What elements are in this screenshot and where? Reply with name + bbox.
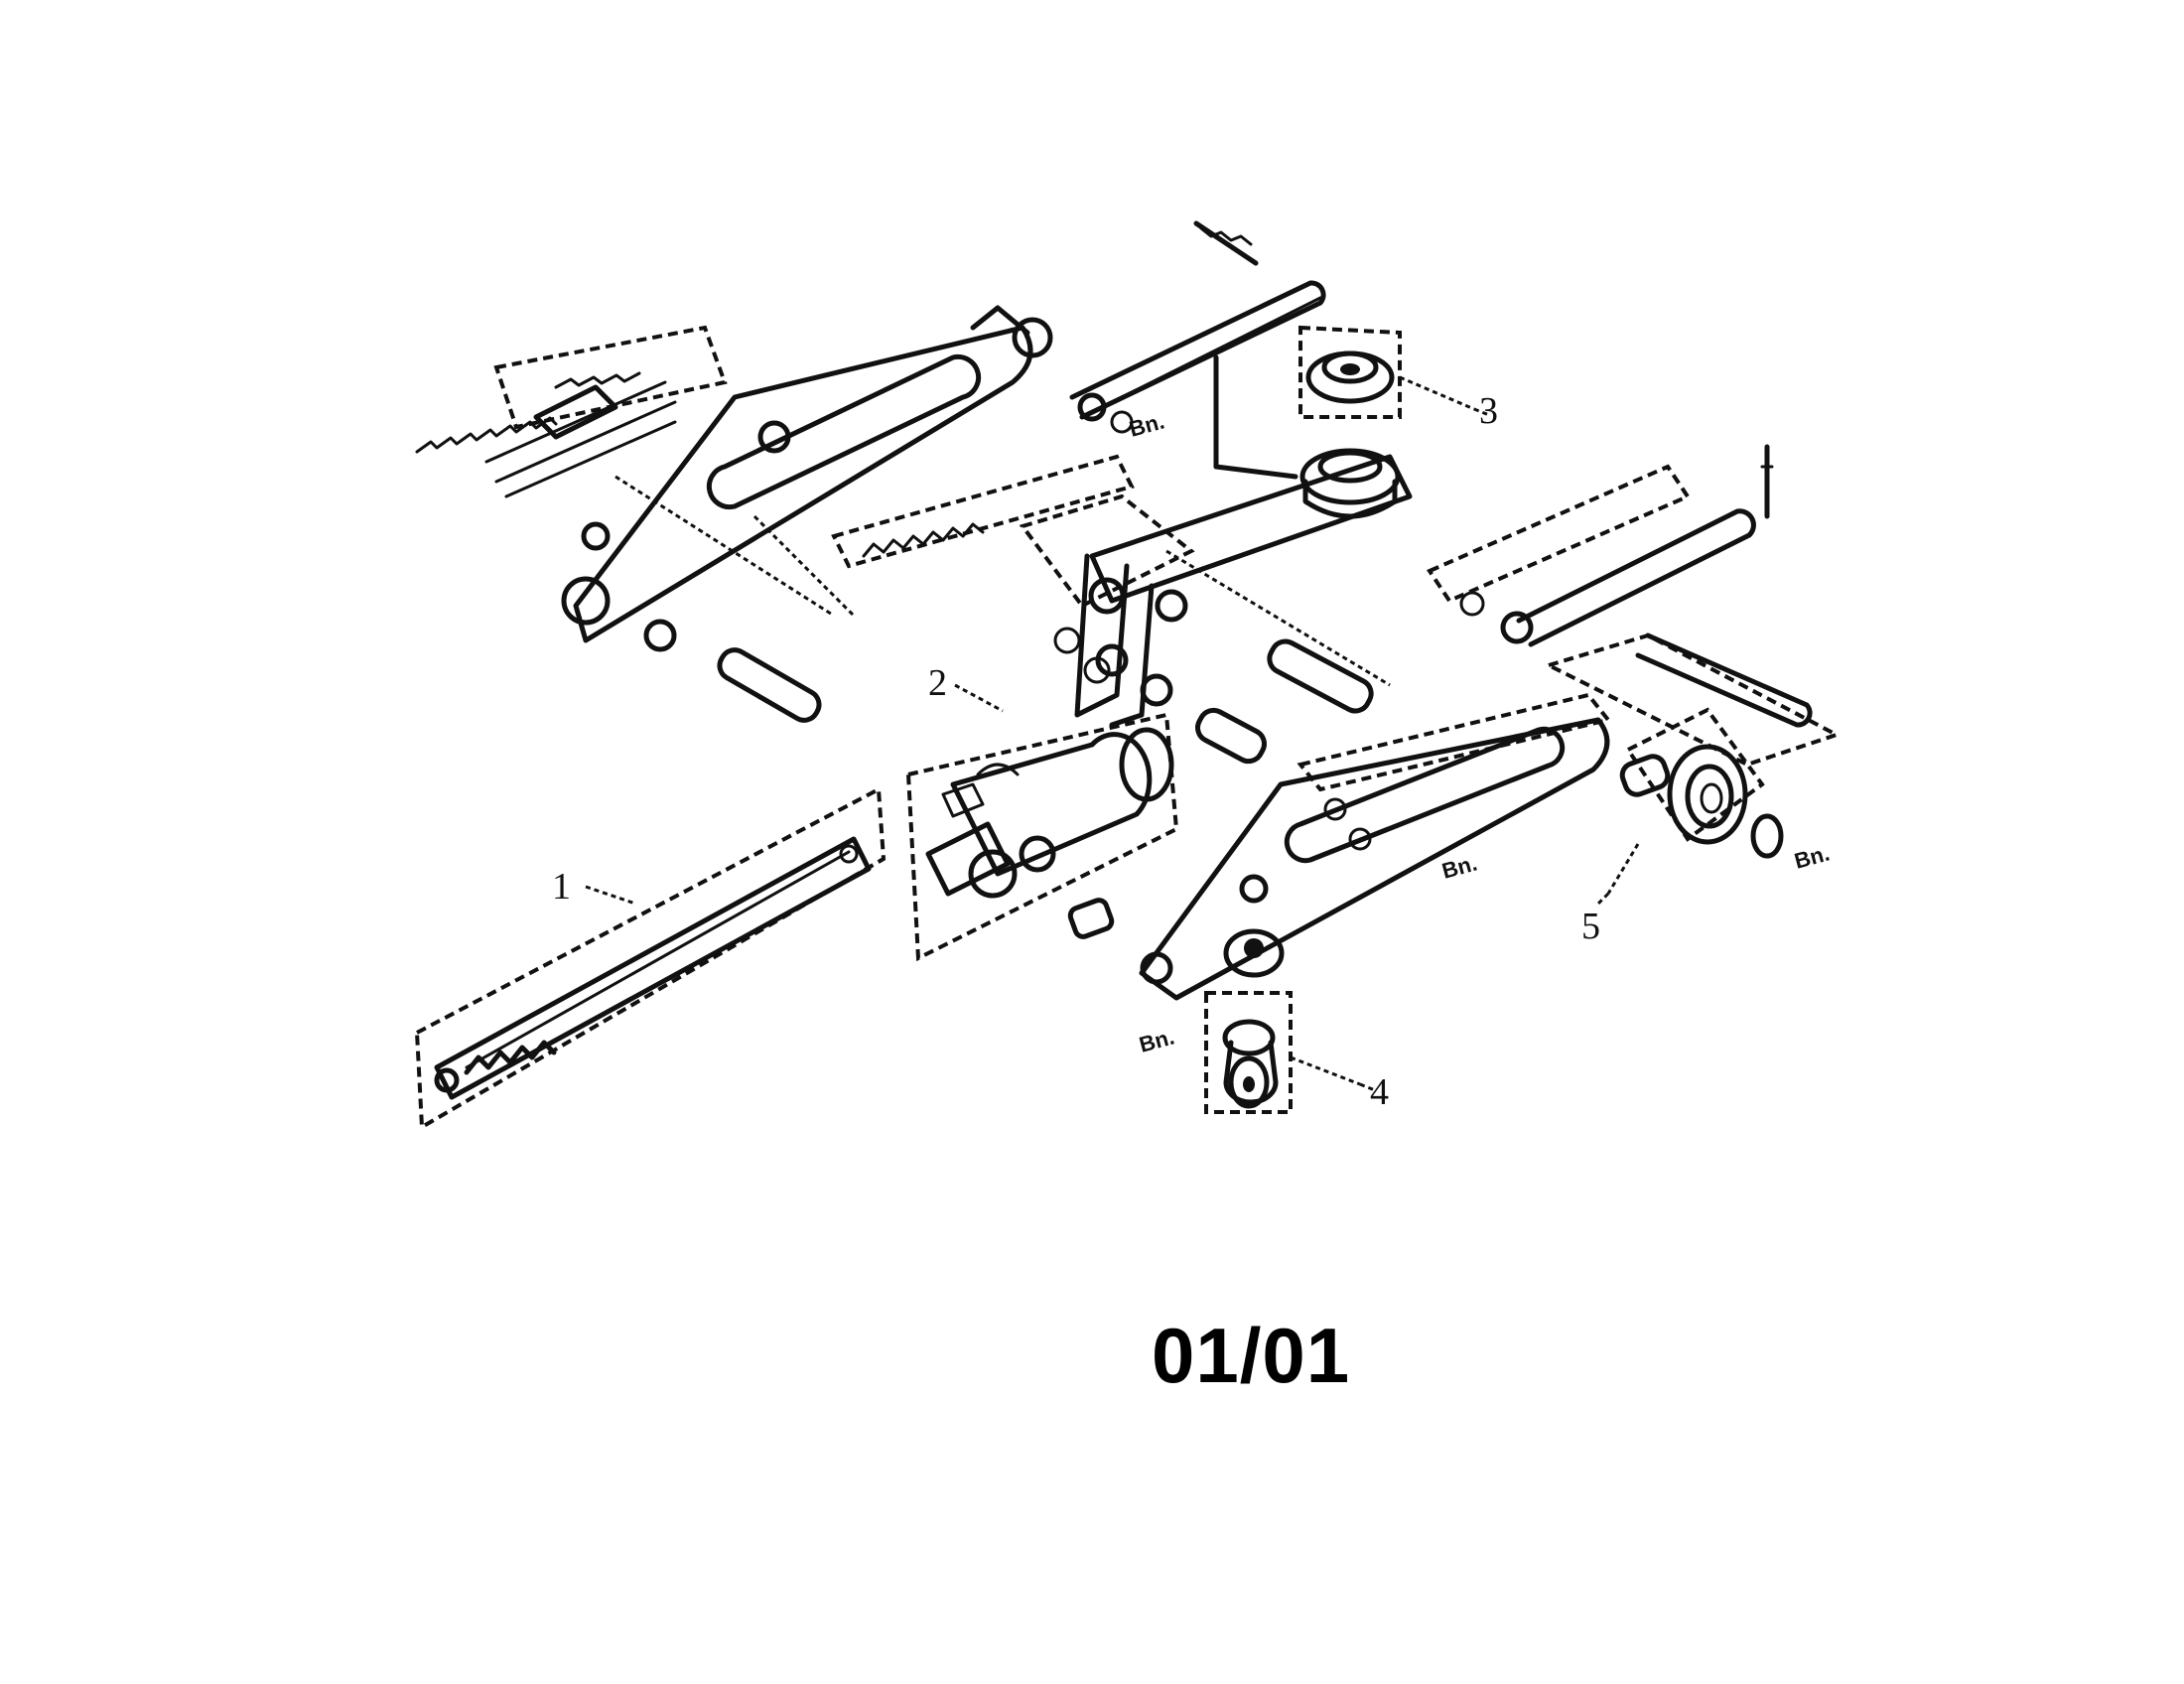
part-2-motor-assembly bbox=[905, 712, 1179, 962]
part-4-caster bbox=[1204, 991, 1361, 1114]
part-1-rail bbox=[414, 785, 887, 1131]
callout-leaders bbox=[585, 407, 1610, 1092]
callout-1: 1 bbox=[552, 866, 571, 908]
central-bracket bbox=[1019, 454, 1413, 765]
callout-3: 3 bbox=[1479, 390, 1498, 432]
page-number: 01/01 bbox=[1152, 1312, 1351, 1399]
top-long-rod bbox=[1069, 220, 1326, 480]
hardware-label: Bn. bbox=[1792, 841, 1833, 874]
hardware-label: Bn. bbox=[1439, 851, 1480, 884]
upper-left-spring-pack bbox=[415, 325, 728, 498]
upper-left-arm bbox=[561, 305, 1135, 723]
hardware-label: Bn. bbox=[1127, 409, 1167, 442]
part-3-pulley bbox=[1298, 325, 1475, 519]
callout-4: 4 bbox=[1370, 1071, 1389, 1113]
lower-right-arm bbox=[1139, 632, 1843, 1001]
hardware-label: Bn. bbox=[1137, 1025, 1177, 1057]
callout-5: 5 bbox=[1581, 906, 1600, 947]
right-upper-rod bbox=[1427, 444, 1774, 647]
callout-2: 2 bbox=[928, 662, 947, 704]
part-5-idler-pulley bbox=[1606, 707, 1784, 895]
